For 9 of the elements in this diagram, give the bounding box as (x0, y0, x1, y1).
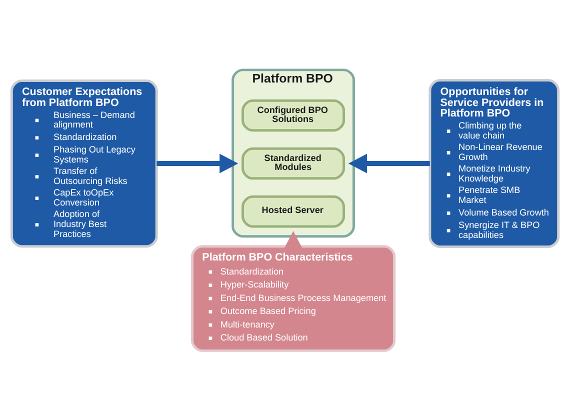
arrow (348, 154, 430, 174)
arrow (156, 154, 238, 174)
arrow (284, 231, 304, 250)
node-box: Platform BPO Characteristics Standardization Hyper-Scalability End-End Business Process Management Outcome Based Pricing Multi-tenancy Cloud Based Solution (191, 245, 396, 352)
node-box: Opportunities for Service Providers in Platform BPO Climbing up the value chain Non-Linear Revenue Growth Monetize Industry Knowledge Penetrate SMB Market Volume Based Growth Synergize IT & BPO capabilities (428, 79, 560, 248)
node-box: Standardized Modules (242, 147, 346, 180)
node-box: Customer Expectations from Platform BPO Business – Demand alignment Standardization Phasing Out Legacy Systems Transfer of Outsourcing Risks CapEx toOpEx Conversion Adoption of Industry Best Practices (10, 79, 158, 248)
node-box: Configured BPO Solutions (242, 99, 346, 132)
node-box: Hosted Server (242, 195, 346, 228)
